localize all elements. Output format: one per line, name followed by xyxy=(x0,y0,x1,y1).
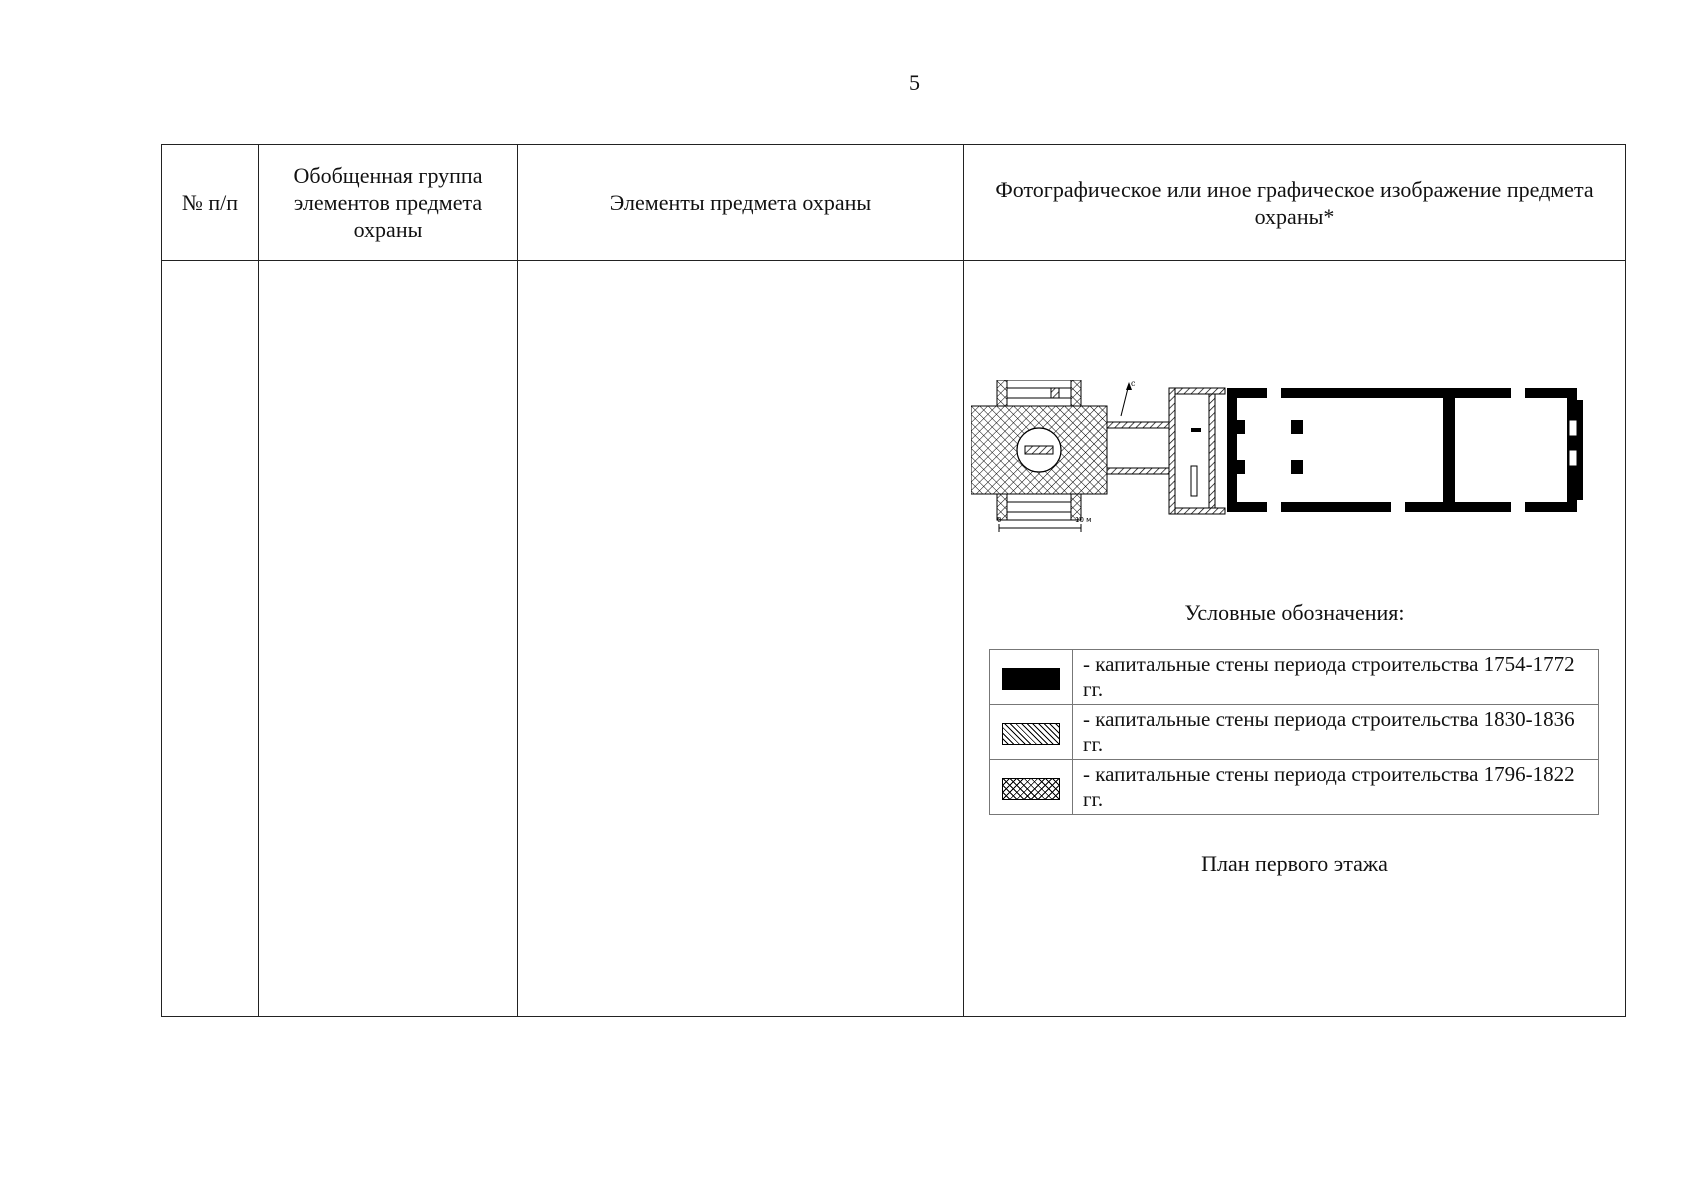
header-elements: Элементы предмета охраны xyxy=(517,144,964,261)
legend-text: - капитальные стены периода строительств… xyxy=(1072,704,1599,760)
legend-row: - капитальные стены периода строительств… xyxy=(989,704,1599,760)
floor-plan-drawing: с xyxy=(971,380,1583,532)
legend-title: Условные обозначения: xyxy=(1184,600,1405,625)
legend-text: - капитальные стены периода строительств… xyxy=(1072,649,1599,705)
legend-row: - капитальные стены периода строительств… xyxy=(989,649,1599,705)
scale-end-label: 10 м xyxy=(1075,516,1091,524)
table-row: с xyxy=(161,260,1626,1017)
protection-subject-table: № п/п Обобщенная группа элементов предме… xyxy=(161,144,1626,1017)
table-header-row: № п/п Обобщенная группа элементов предме… xyxy=(161,144,1626,261)
legend-table: - капитальные стены периода строительств… xyxy=(989,649,1599,815)
cell-number xyxy=(161,260,259,1017)
north-label: с xyxy=(1131,380,1136,388)
legend-row: - капитальные стены периода строительств… xyxy=(989,759,1599,815)
solid-swatch-icon xyxy=(1002,667,1060,690)
cell-elements xyxy=(517,260,964,1017)
header-image: Фотографическое или иное графическое изо… xyxy=(963,144,1626,261)
cell-group xyxy=(258,260,518,1017)
cell-image: с xyxy=(963,260,1626,1017)
cross-hatch-swatch-icon xyxy=(1002,777,1060,800)
header-group: Обобщенная группа элементов предмета охр… xyxy=(258,144,518,261)
page-number: 5 xyxy=(909,70,920,95)
plan-caption: План первого этажа xyxy=(1201,851,1388,876)
scale-start-label: 0 xyxy=(997,516,1001,524)
header-number: № п/п xyxy=(161,144,259,261)
legend-text: - капитальные стены периода строительств… xyxy=(1072,759,1599,815)
diagonal-hatch-swatch-icon xyxy=(1002,722,1060,745)
